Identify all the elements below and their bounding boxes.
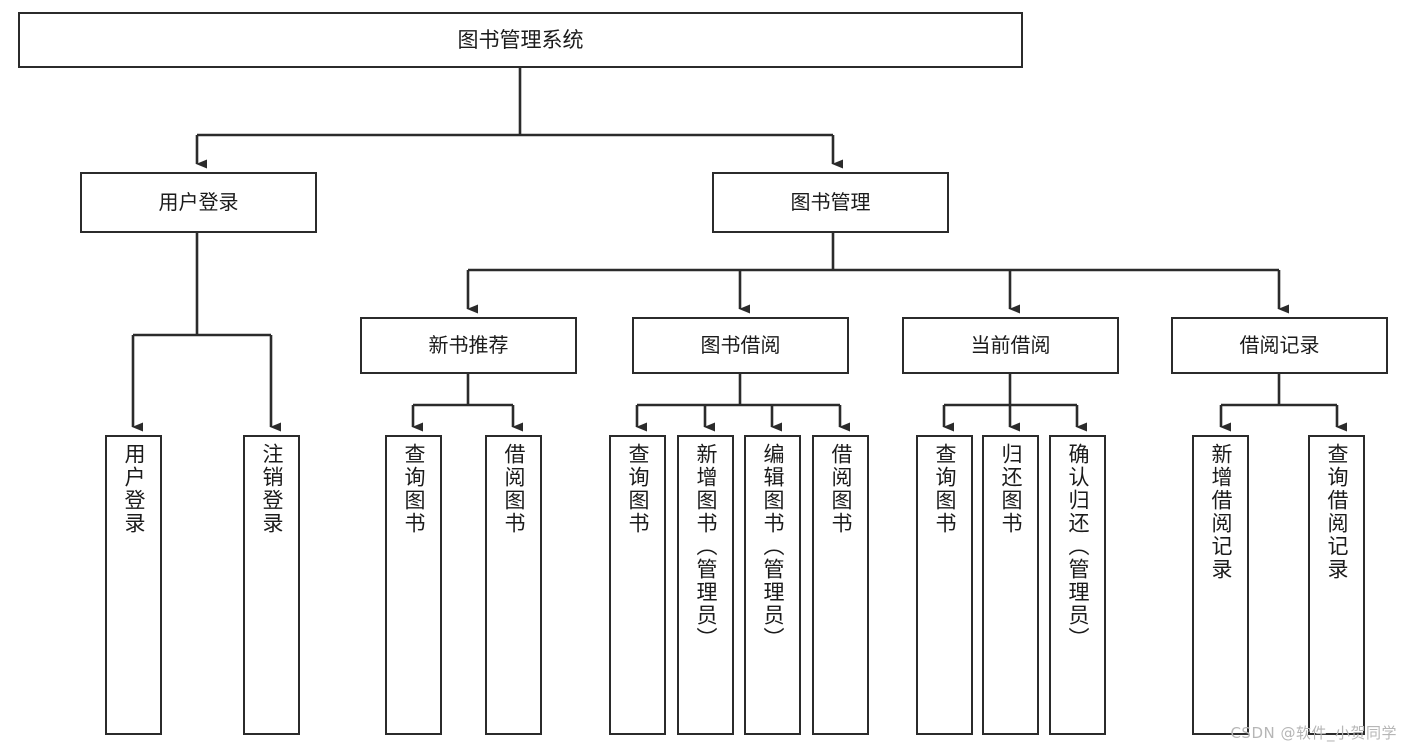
leaf-return-book-label: 归还图书 — [999, 443, 1023, 535]
leaf-return-book[interactable]: 归还图书 — [982, 435, 1039, 735]
leaf-borrow-book-2[interactable]: 借阅图书 — [812, 435, 869, 735]
node-current-borrow[interactable]: 当前借阅 — [902, 317, 1119, 374]
node-book-borrow-label: 图书借阅 — [700, 332, 781, 357]
leaf-query-book-2[interactable]: 查询图书 — [609, 435, 666, 735]
leaf-query-book-1-label: 查询图书 — [402, 443, 426, 535]
leaf-borrow-book-2-label: 借阅图书 — [829, 443, 853, 535]
node-root[interactable]: 图书管理系统 — [18, 12, 1023, 68]
leaf-logout-label: 注销登录 — [260, 443, 284, 535]
csdn-watermark: CSDN @软件_小贺同学 — [1230, 724, 1397, 742]
leaf-query-record[interactable]: 查询借阅记录 — [1308, 435, 1365, 735]
leaf-query-book-3[interactable]: 查询图书 — [916, 435, 973, 735]
node-book-manage[interactable]: 图书管理 — [712, 172, 949, 233]
leaf-edit-book[interactable]: 编辑图书（管理员） — [744, 435, 801, 735]
leaf-add-book[interactable]: 新增图书（管理员） — [677, 435, 734, 735]
node-current-borrow-label: 当前借阅 — [970, 332, 1051, 357]
leaf-add-book-label: 新增图书（管理员） — [694, 443, 718, 650]
leaf-user-login-label: 用户登录 — [122, 443, 146, 535]
node-borrow-record[interactable]: 借阅记录 — [1171, 317, 1388, 374]
leaf-query-record-label: 查询借阅记录 — [1325, 443, 1349, 581]
leaf-query-book-3-label: 查询图书 — [933, 443, 957, 535]
node-user-login[interactable]: 用户登录 — [80, 172, 317, 233]
leaf-query-book-2-label: 查询图书 — [626, 443, 650, 535]
leaf-user-login[interactable]: 用户登录 — [105, 435, 162, 735]
leaf-edit-book-label: 编辑图书（管理员） — [761, 443, 785, 650]
node-new-book-rec[interactable]: 新书推荐 — [360, 317, 577, 374]
node-borrow-record-label: 借阅记录 — [1239, 332, 1320, 357]
node-new-book-rec-label: 新书推荐 — [428, 332, 509, 357]
leaf-confirm-return[interactable]: 确认归还（管理员） — [1049, 435, 1106, 735]
node-book-borrow[interactable]: 图书借阅 — [632, 317, 849, 374]
leaf-add-record[interactable]: 新增借阅记录 — [1192, 435, 1249, 735]
node-user-login-label: 用户登录 — [158, 189, 239, 214]
leaf-query-book-1[interactable]: 查询图书 — [385, 435, 442, 735]
leaf-logout[interactable]: 注销登录 — [243, 435, 300, 735]
leaf-add-record-label: 新增借阅记录 — [1209, 443, 1233, 581]
leaf-borrow-book-1-label: 借阅图书 — [502, 443, 526, 535]
node-root-label: 图书管理系统 — [457, 27, 584, 52]
node-book-manage-label: 图书管理 — [790, 189, 871, 214]
leaf-borrow-book-1[interactable]: 借阅图书 — [485, 435, 542, 735]
leaf-confirm-return-label: 确认归还（管理员） — [1066, 443, 1090, 650]
